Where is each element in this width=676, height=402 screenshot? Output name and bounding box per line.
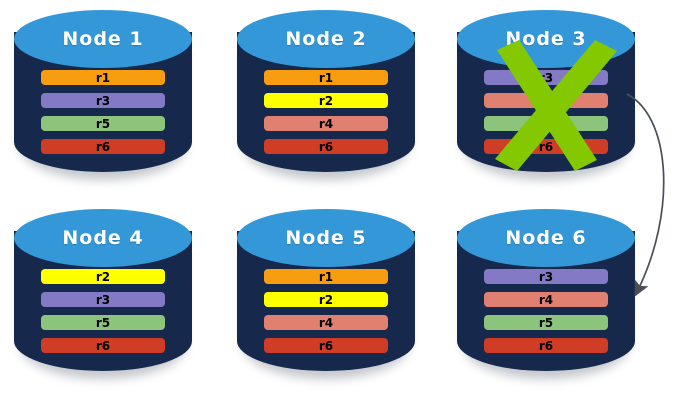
cylinder-top-ellipse [14,209,192,267]
record-bar[interactable]: r4 [484,292,608,307]
record-bar[interactable]: r1 [264,70,388,85]
record-label: r1 [318,70,334,85]
record-bar[interactable]: r3 [41,93,165,108]
record-bar[interactable]: r4 [264,315,388,330]
record-bar[interactable]: r4 [264,116,388,131]
record-bar[interactable]: r6 [484,139,608,154]
cylinder-top-ellipse [237,10,415,68]
record-label: r2 [318,292,334,307]
record-list: r3 r4 r5 r6 [484,70,608,154]
record-bar[interactable]: r6 [264,139,388,154]
record-label: r4 [538,93,554,108]
record-bar[interactable]: r6 [41,338,165,353]
record-bar[interactable]: r3 [41,292,165,307]
record-label: r5 [95,116,111,131]
record-label: r6 [318,338,334,353]
record-label: r6 [318,139,334,154]
record-bar[interactable]: r5 [484,315,608,330]
record-label: r3 [95,93,111,108]
node-cylinder-6[interactable]: Node 6 r3 r4 r5 r6 [457,209,635,381]
record-bar[interactable]: r2 [41,269,165,284]
record-bar[interactable]: r2 [264,292,388,307]
record-label: r6 [95,139,111,154]
record-label: r2 [95,269,111,284]
node-cylinder-4[interactable]: Node 4 r2 r3 r5 r6 [14,209,192,381]
node-label: Node 6 [505,227,587,249]
cylinder-top-ellipse [237,209,415,267]
record-bar[interactable]: r3 [484,70,608,85]
record-label: r1 [318,269,334,284]
record-label: r6 [538,139,554,154]
record-bar[interactable]: r6 [41,139,165,154]
record-bar[interactable]: r6 [484,338,608,353]
record-label: r5 [538,315,554,330]
record-label: r3 [95,292,111,307]
record-label: r6 [538,338,554,353]
node-label: Node 5 [285,227,367,249]
record-list: r1 r3 r5 r6 [41,70,165,154]
record-label: r3 [538,70,554,85]
record-bar[interactable]: r5 [41,315,165,330]
node-label: Node 1 [62,28,144,50]
record-bar[interactable]: r1 [41,70,165,85]
record-bar[interactable]: r5 [41,116,165,131]
record-list: r3 r4 r5 r6 [484,269,608,353]
record-label: r4 [538,292,554,307]
record-bar[interactable]: r1 [264,269,388,284]
record-bar[interactable]: r4 [484,93,608,108]
record-list: r1 r2 r4 r6 [264,269,388,353]
node-cylinder-2[interactable]: Node 2 r1 r2 r4 r6 [237,10,415,182]
record-label: r5 [95,315,111,330]
record-label: r4 [318,116,334,131]
record-label: r2 [318,93,334,108]
record-label: r5 [538,116,554,131]
node-cylinder-1[interactable]: Node 1 r1 r3 r5 r6 [14,10,192,182]
node-cylinder-3[interactable]: Node 3 r3 r4 r5 r6 [457,10,635,182]
cylinder-top-ellipse [457,209,635,267]
record-label: r1 [95,70,111,85]
record-label: r4 [318,315,334,330]
record-list: r2 r3 r5 r6 [41,269,165,353]
cylinder-top-ellipse [14,10,192,68]
record-bar[interactable]: r3 [484,269,608,284]
record-list: r1 r2 r4 r6 [264,70,388,154]
record-bar[interactable]: r5 [484,116,608,131]
record-bar[interactable]: r2 [264,93,388,108]
node-label: Node 3 [505,28,587,50]
node-label: Node 2 [285,28,367,50]
node-cylinder-5[interactable]: Node 5 r1 r2 r4 r6 [237,209,415,381]
record-bar[interactable]: r6 [264,338,388,353]
record-label: r3 [538,269,554,284]
node-label: Node 4 [62,227,144,249]
record-label: r6 [95,338,111,353]
